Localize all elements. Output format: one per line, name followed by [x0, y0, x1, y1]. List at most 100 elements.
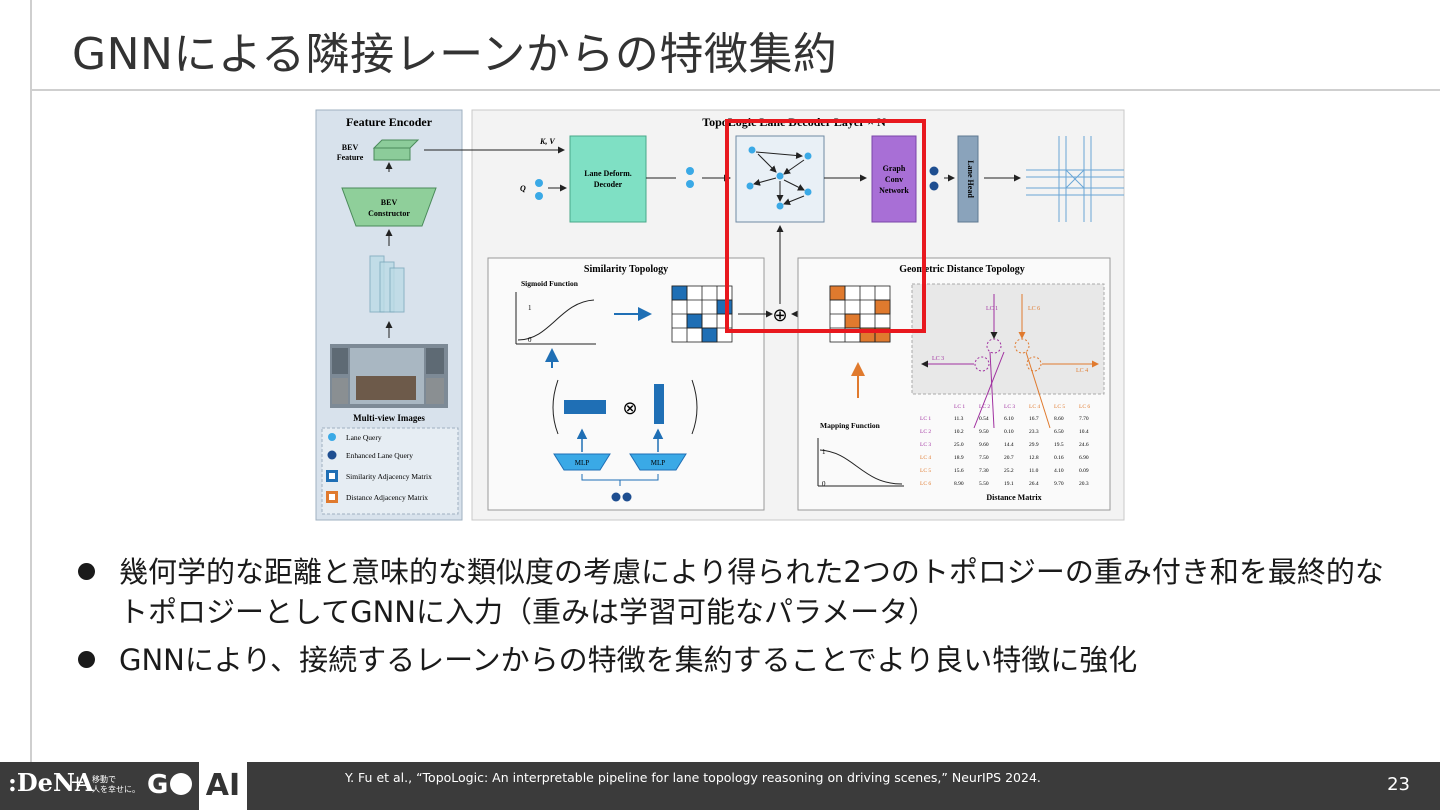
title-rule [30, 89, 1440, 91]
matrix-col-label: LC 3 [1004, 404, 1015, 410]
svg-text:Distance Matrix: Distance Matrix [986, 493, 1041, 502]
matrix-col-label: LC 6 [1079, 404, 1090, 410]
matrix-row-label: LC 5 [920, 468, 931, 474]
graph-conv-network [871, 135, 917, 223]
svg-text:K, V: K, V [539, 137, 555, 146]
svg-text:Constructor: Constructor [368, 209, 410, 218]
matrix-cell: 8.60 [1054, 416, 1064, 422]
matrix-cell: 0.16 [1054, 455, 1064, 461]
matrix-col-label: LC 1 [954, 404, 965, 410]
footer-bar: :DeNA + 移動で 人を幸せに。 G AI Y. Fu et al., “T… [0, 762, 1440, 810]
matrix-cell: 5.50 [979, 481, 989, 487]
svg-text:0: 0 [528, 336, 532, 344]
matrix-row-label: LC 3 [920, 442, 931, 448]
matrix-cell: 6.90 [1079, 455, 1089, 461]
bev-feature-label-1: BEV [342, 143, 359, 152]
svg-text:Enhanced Lane Query: Enhanced Lane Query [346, 451, 413, 460]
svg-text:Mapping Function: Mapping Function [820, 421, 881, 430]
matrix-col-label: LC 5 [1054, 404, 1065, 410]
matrix-cell: 11.0 [1029, 468, 1039, 474]
svg-text:Decoder: Decoder [594, 180, 623, 189]
plus-sign: + [70, 772, 86, 793]
lane-deform-decoder [569, 135, 647, 223]
bullet-list: 幾何学的な距離と意味的な類似度の考慮により得られた2つのトポロジーの重み付き和を… [78, 552, 1388, 688]
matrix-col-label: LC 2 [979, 404, 990, 410]
svg-text:Graph: Graph [883, 164, 906, 173]
mlp-right [629, 453, 687, 471]
matrix-cell: 15.6 [954, 468, 964, 474]
matrix-cell: 24.6 [1079, 442, 1089, 448]
bullet-text: 幾何学的な距離と意味的な類似度の考慮により得られた2つのトポロジーの重み付き和を… [119, 555, 1384, 629]
svg-text:1: 1 [822, 448, 826, 456]
matrix-cell: 20.7 [1004, 455, 1014, 461]
bev-constructor-box [341, 187, 437, 227]
matrix-cell: 18.9 [954, 455, 964, 461]
page-number: 23 [1387, 774, 1410, 795]
page-title: GNNによる隣接レーンからの特徴集約 [72, 29, 838, 80]
highlight-box [725, 119, 926, 333]
svg-text:LC 4: LC 4 [1076, 368, 1088, 374]
matrix-cell: 4.10 [1054, 468, 1064, 474]
matrix-cell: 6.50 [1054, 429, 1064, 435]
bullet-icon [78, 563, 95, 580]
svg-text:BEV: BEV [381, 198, 398, 207]
matrix-cell: 9.50 [979, 429, 989, 435]
matrix-cell: 6.10 [1004, 416, 1014, 422]
lane-output [1026, 136, 1124, 222]
svg-text:LC 3: LC 3 [932, 356, 944, 362]
lane-head [957, 135, 979, 223]
matrix-row-label: LC 6 [920, 481, 931, 487]
matrix-col-label: LC 4 [1029, 404, 1040, 410]
distance-matrix: LC 1LC 1LC 2LC 2LC 3LC 3LC 4LC 4LC 5LC 5… [920, 404, 1090, 487]
distance-matrix-small [829, 285, 891, 343]
left-rule [30, 0, 32, 762]
matrix-cell: 9.70 [1054, 481, 1064, 487]
matrix-cell: 16.7 [1029, 416, 1039, 422]
matrix-cell: 7.30 [979, 468, 989, 474]
matrix-cell: 7.70 [1079, 416, 1089, 422]
svg-text:0: 0 [822, 480, 826, 488]
matrix-cell: 0.10 [1004, 429, 1014, 435]
matrix-cell: 19.5 [1054, 442, 1064, 448]
svg-text:MLP: MLP [575, 459, 590, 467]
svg-text:MLP: MLP [651, 459, 666, 467]
matrix-cell: 19.1 [1004, 481, 1014, 487]
matrix-cell: 7.50 [979, 455, 989, 461]
svg-text:Q: Q [520, 184, 526, 193]
matrix-cell: 11.3 [954, 416, 964, 422]
svg-text:Similarity Adjacency Matrix: Similarity Adjacency Matrix [346, 472, 432, 481]
architecture-diagram: Feature Encoder BEV Feature BEV Construc… [315, 109, 1125, 521]
svg-text:Network: Network [879, 186, 909, 195]
svg-text:Sigmoid Function: Sigmoid Function [521, 279, 579, 288]
go-circle-icon [170, 772, 193, 795]
citation: Y. Fu et al., “TopoLogic: An interpretab… [345, 770, 1041, 785]
dena-logo: :DeNA [8, 768, 94, 797]
ai-logo: AI [199, 762, 247, 810]
topologic-figure: Feature Encoder BEV Feature BEV Construc… [314, 108, 1126, 522]
bullet-item: GNNにより、接続するレーンからの特徴を集約することでより良い特徴に強化 [78, 640, 1388, 680]
mlp-left [553, 453, 611, 471]
matrix-cell: 0.09 [1079, 468, 1089, 474]
svg-text:⊗: ⊗ [622, 398, 637, 418]
svg-text:LC 1: LC 1 [986, 306, 998, 312]
matrix-cell: 9.60 [979, 442, 989, 448]
matrix-cell: 14.4 [1004, 442, 1014, 448]
similarity-matrix [671, 285, 733, 343]
bev-grid [372, 139, 420, 149]
svg-text:Similarity Topology: Similarity Topology [584, 264, 668, 275]
matrix-cell: 20.3 [1079, 481, 1089, 487]
svg-text:Lane Deform.: Lane Deform. [584, 169, 632, 178]
matrix-cell: 25.2 [1004, 468, 1014, 474]
go-tagline: 移動で 人を幸せに。 [92, 775, 140, 794]
matrix-cell: 8.90 [954, 481, 964, 487]
matrix-cell: 23.3 [1029, 429, 1039, 435]
matrix-cell: 25.0 [954, 442, 964, 448]
matrix-row-label: LC 2 [920, 429, 931, 435]
feature-encoder-label: Feature Encoder [346, 115, 433, 129]
svg-text:Distance Adjacency Matrix: Distance Adjacency Matrix [346, 493, 428, 502]
go-logo: G [147, 770, 193, 800]
svg-text:Lane Head: Lane Head [966, 160, 975, 198]
matrix-row-label: LC 1 [920, 416, 931, 422]
lane-sketch [911, 283, 1105, 395]
sum-icon: ⊕ [772, 305, 787, 325]
